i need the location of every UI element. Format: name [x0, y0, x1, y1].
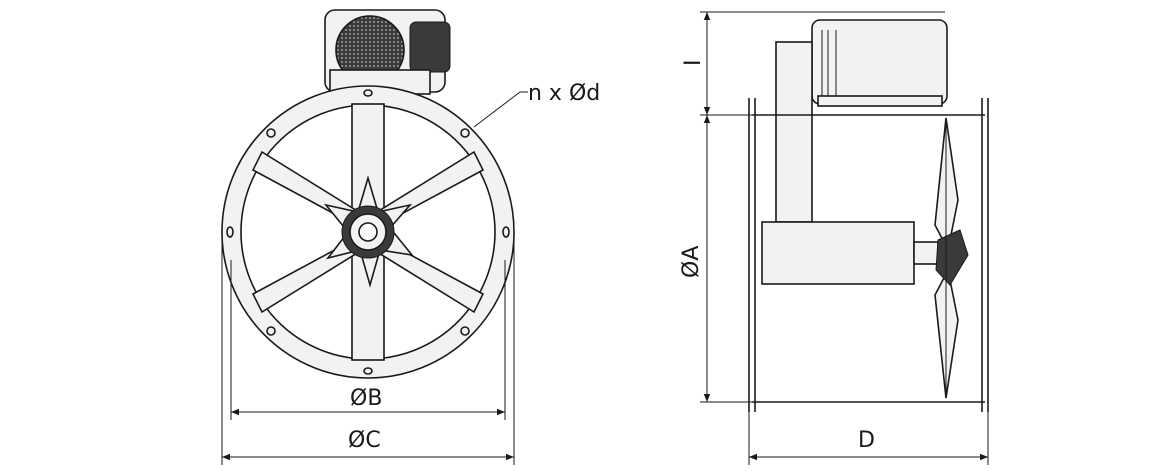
dim-label-motor-height: I — [681, 60, 706, 67]
dim-label-inner-diameter: ØB — [350, 386, 382, 411]
dim-label-length: D — [858, 428, 875, 453]
dim-label-casing-diameter: ØA — [679, 246, 704, 278]
impeller-hub — [323, 175, 414, 288]
side-motor — [811, 19, 948, 107]
hole-callout-leader — [473, 91, 521, 128]
side-blade-profile — [934, 117, 969, 399]
side-view: I ØA D — [679, 11, 989, 465]
front-motor — [324, 9, 451, 95]
flange-bolt-holes — [226, 89, 510, 375]
side-casing — [748, 98, 989, 412]
hole-callout-label: n x Ød — [528, 81, 600, 106]
front-view: n x Ød ØB ØC — [221, 9, 600, 465]
side-inner-motor — [761, 221, 915, 285]
dim-label-outer-diameter: ØC — [348, 428, 381, 453]
side-motor-bracket — [775, 41, 813, 223]
